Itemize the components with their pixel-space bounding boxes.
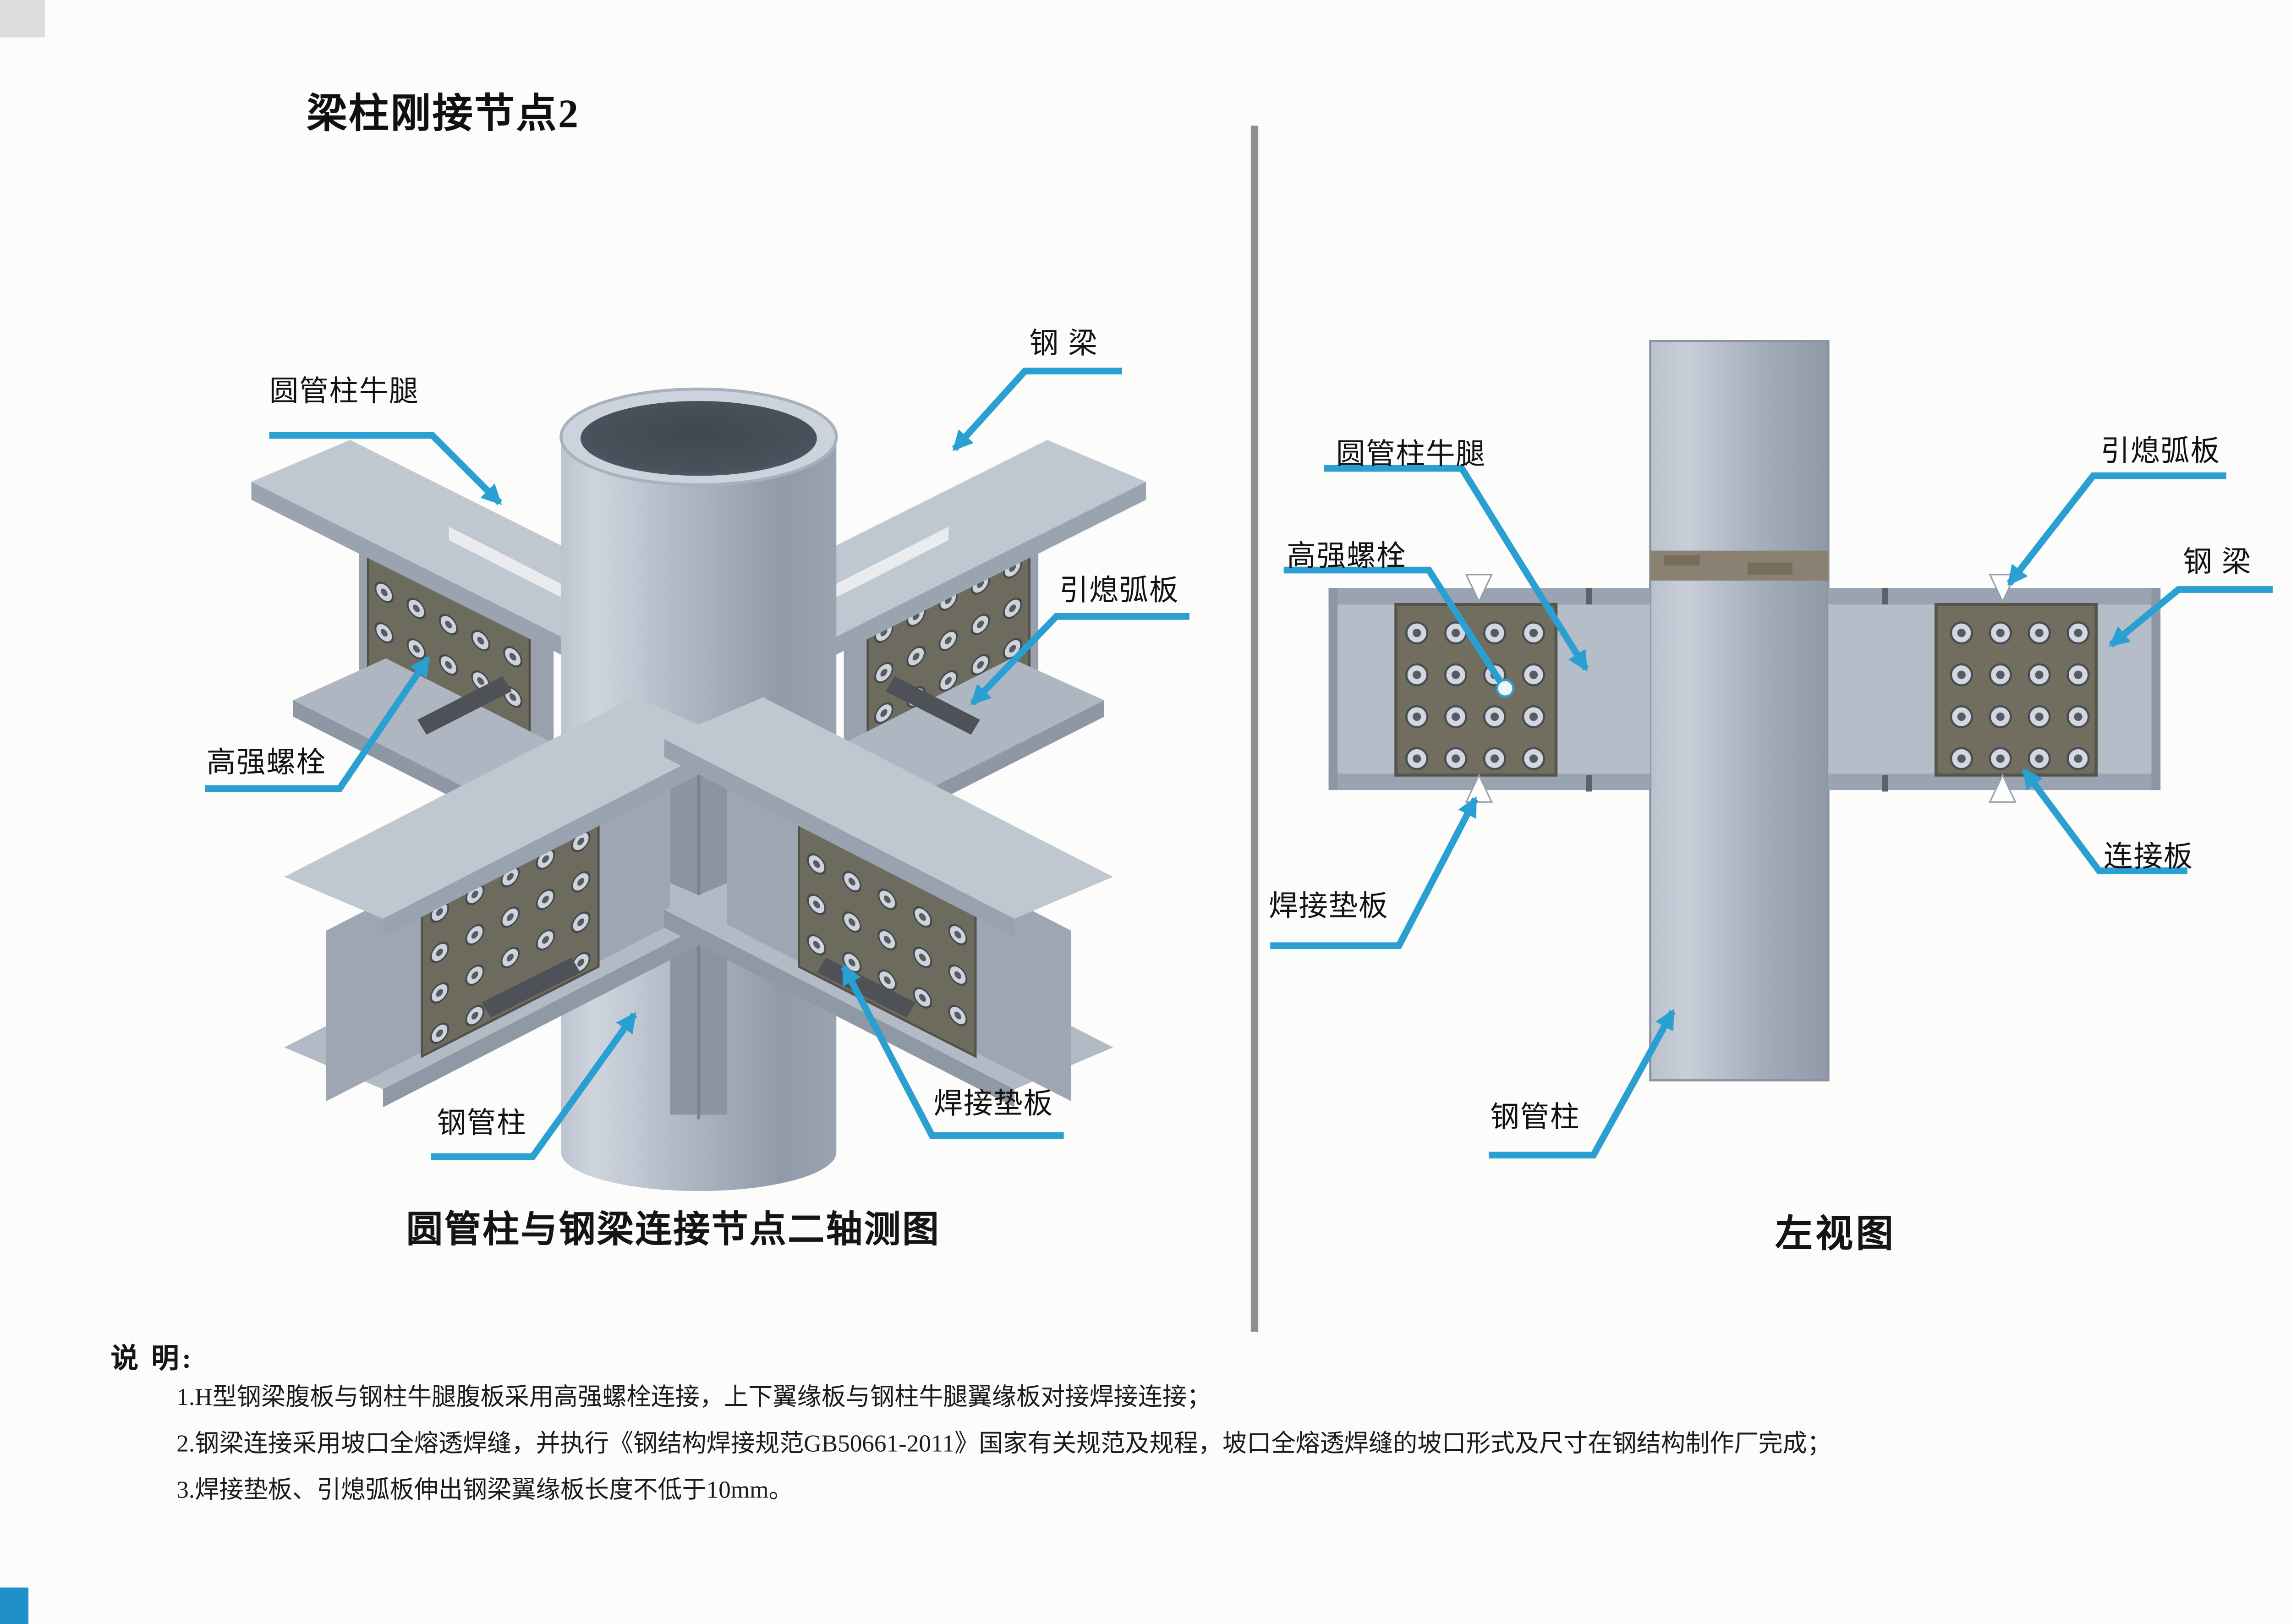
- beam-southeast: [664, 697, 1113, 1108]
- leader-bolt-right: [1283, 566, 1504, 684]
- leader-backing-left: [841, 964, 1064, 1139]
- label-bolt-right: 高强螺栓: [1287, 540, 1407, 573]
- label-runoff-tab-left: 引熄弧板: [1059, 574, 1179, 608]
- beam-left-2d: [1328, 588, 1650, 792]
- caption-left-side-view: 左视图: [1775, 1215, 1896, 1256]
- top-flange-sw: [284, 697, 733, 919]
- beam-southwest: [284, 697, 733, 1108]
- label-runoff-tab-right: 引熄弧板: [2100, 435, 2220, 469]
- up-arrow-marker: [1989, 773, 2017, 803]
- leader-bolt-left: [205, 656, 431, 792]
- note-item-3: 3.焊接垫板、引熄弧板伸出钢梁翼缘板长度不低于10mm。: [176, 1475, 793, 1504]
- label-column-right: 钢管柱: [1490, 1101, 1580, 1135]
- up-arrow-marker: [1465, 773, 1493, 803]
- run-off-tab-3d-left: [417, 676, 512, 735]
- top-flange-se: [664, 697, 1113, 919]
- label-column-left: 钢管柱: [437, 1107, 527, 1141]
- label-corbel-right: 圆管柱牛腿: [1336, 438, 1486, 472]
- left-side-view-figure: [1328, 340, 2161, 1081]
- leader-lines: [205, 368, 2273, 1160]
- leader-backing-right: [1270, 796, 1479, 949]
- weld-backing-3d: [817, 957, 916, 1018]
- axonometric-view-figure: [251, 387, 1146, 1191]
- caption-axonometric-view: 圆管柱与钢梁连接节点二轴测图: [406, 1210, 941, 1251]
- beam-northeast: [682, 439, 1146, 825]
- label-bolt-left: 高强螺栓: [206, 746, 326, 780]
- weld-backing-3d-left: [482, 957, 581, 1018]
- sheet-title: 梁柱刚接节点2: [307, 91, 580, 137]
- leader-runoff-tab-left: [970, 613, 1189, 706]
- leader-column-left: [431, 1012, 637, 1160]
- leader-column-right: [1488, 1009, 1676, 1159]
- label-backing-right: 焊接垫板: [1268, 890, 1389, 923]
- beam-right-2d: [1828, 588, 2161, 792]
- run-off-tab-3d: [886, 676, 980, 735]
- leader-corbel-left: [269, 432, 502, 505]
- leader-connection-plate-right: [2022, 768, 2187, 874]
- down-arrow-marker: [1465, 574, 1493, 604]
- note-item-1: 1.H型钢梁腹板与钢柱牛腿腹板采用高强螺栓连接，上下翼缘板与钢柱牛腿翼缘板对接焊…: [176, 1383, 1211, 1411]
- scan-corner-mark-bottom-left: [0, 1587, 29, 1624]
- label-steel-beam-right: 钢 梁: [2183, 546, 2252, 579]
- scan-corner-mark-top-left: [0, 0, 45, 38]
- label-corbel-left: 圆管柱牛腿: [269, 375, 419, 409]
- label-steel-beam-left: 钢 梁: [1029, 328, 1098, 361]
- leader-steel-beam-right: [2109, 586, 2273, 648]
- pipe-opening: [580, 401, 817, 476]
- bolt-pointer-dot: [1496, 679, 1515, 698]
- leader-corbel-right: [1324, 465, 1589, 672]
- leader-steel-beam-left: [952, 368, 1122, 451]
- view-divider-line: [1250, 126, 1258, 1332]
- note-item-2: 2.钢梁连接采用坡口全熔透焊缝，并执行《钢结构焊接规范GB50661-2011》…: [176, 1429, 1831, 1458]
- label-backing-left: 焊接垫板: [933, 1087, 1053, 1121]
- leader-runoff-tab-right: [2006, 472, 2226, 586]
- notes-heading: 说 明:: [110, 1345, 194, 1375]
- steel-pipe-column-2d: [1649, 340, 1830, 1081]
- label-connection-plate-right: 连接板: [2104, 841, 2193, 874]
